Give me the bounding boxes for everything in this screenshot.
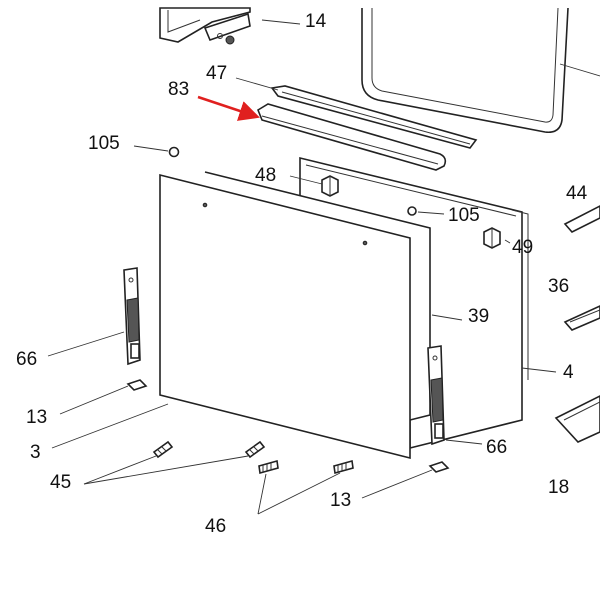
- callout-44: 44: [566, 183, 588, 204]
- callout-83: 83: [168, 79, 189, 100]
- part-3-outer-glass: [159, 173, 411, 460]
- callout-4: 4: [563, 362, 574, 383]
- callout-46: 46: [205, 516, 226, 537]
- part-105-bumper-left: [168, 146, 180, 158]
- part-18-tray: [554, 395, 600, 443]
- callout-labels: 14 47 83 105 48 105 44 49 36 39 66 4 13 …: [16, 11, 588, 537]
- callout-36: 36: [548, 276, 569, 297]
- callout-105-left: 105: [88, 133, 120, 154]
- callout-48: 48: [255, 165, 276, 186]
- part-66-hinge-left: [123, 267, 141, 366]
- callout-13-right: 13: [330, 490, 351, 511]
- part-66-hinge-right: [427, 345, 445, 446]
- callout-49: 49: [512, 237, 533, 258]
- callout-47: 47: [206, 63, 227, 84]
- part-45-screw-left: [152, 440, 174, 459]
- callout-18: 18: [548, 477, 569, 498]
- part-48-clip: [321, 175, 339, 197]
- part-45-screw-right: [244, 440, 266, 459]
- part-4-back-panel: [511, 209, 529, 380]
- part-105-bumper-right: [407, 206, 417, 216]
- callout-45: 45: [50, 472, 71, 493]
- highlight-arrow: [197, 95, 260, 121]
- part-13-plate-right: [428, 461, 450, 473]
- part-14-bracket: [159, 7, 251, 45]
- part-36-rack: [563, 305, 600, 331]
- part-13-plate-left: [126, 379, 148, 391]
- part-47-top-strip: [270, 85, 478, 149]
- callout-66-right: 66: [486, 437, 507, 458]
- leader-lines: [47, 19, 600, 515]
- callout-66-left: 66: [16, 349, 37, 370]
- callout-13-left: 13: [26, 407, 47, 428]
- part-83-handle: [257, 103, 447, 171]
- callout-39: 39: [468, 306, 489, 327]
- callout-105-right: 105: [448, 205, 480, 226]
- part-46-spring-left: [258, 459, 279, 475]
- callout-3: 3: [30, 442, 41, 463]
- part-44-rail: [563, 205, 600, 233]
- part-46-spring-right: [333, 459, 354, 475]
- callout-14: 14: [305, 11, 327, 32]
- oven-door-frame: [361, 7, 569, 134]
- part-49-clip: [483, 227, 501, 249]
